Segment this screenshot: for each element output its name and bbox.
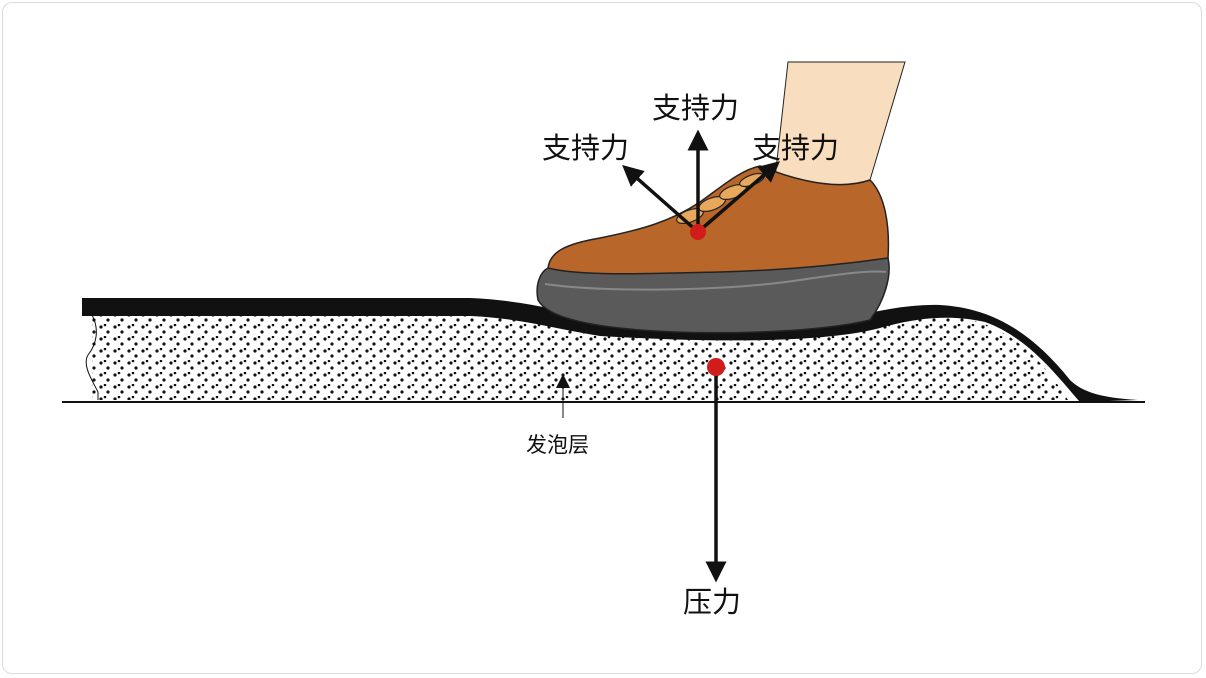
label-foam-layer: 发泡层 — [526, 433, 589, 457]
foam-pointer-arrowhead — [556, 374, 570, 388]
label-support-right: 支持力 — [752, 131, 839, 165]
label-pressure: 压力 — [683, 585, 741, 619]
leg — [774, 61, 906, 189]
shoe-upper — [547, 165, 890, 275]
sole-highlight — [544, 270, 887, 291]
force-arrows — [622, 129, 780, 583]
foam-left-edge — [85, 314, 99, 400]
support-arrow-left — [622, 165, 700, 234]
support-force-point — [690, 224, 706, 240]
support-arrow-right — [696, 161, 780, 234]
label-support-left: 支持力 — [542, 131, 629, 165]
surface-sheet — [82, 298, 1138, 402]
pressure-force-point — [707, 358, 725, 376]
label-support-top: 支持力 — [652, 91, 739, 125]
